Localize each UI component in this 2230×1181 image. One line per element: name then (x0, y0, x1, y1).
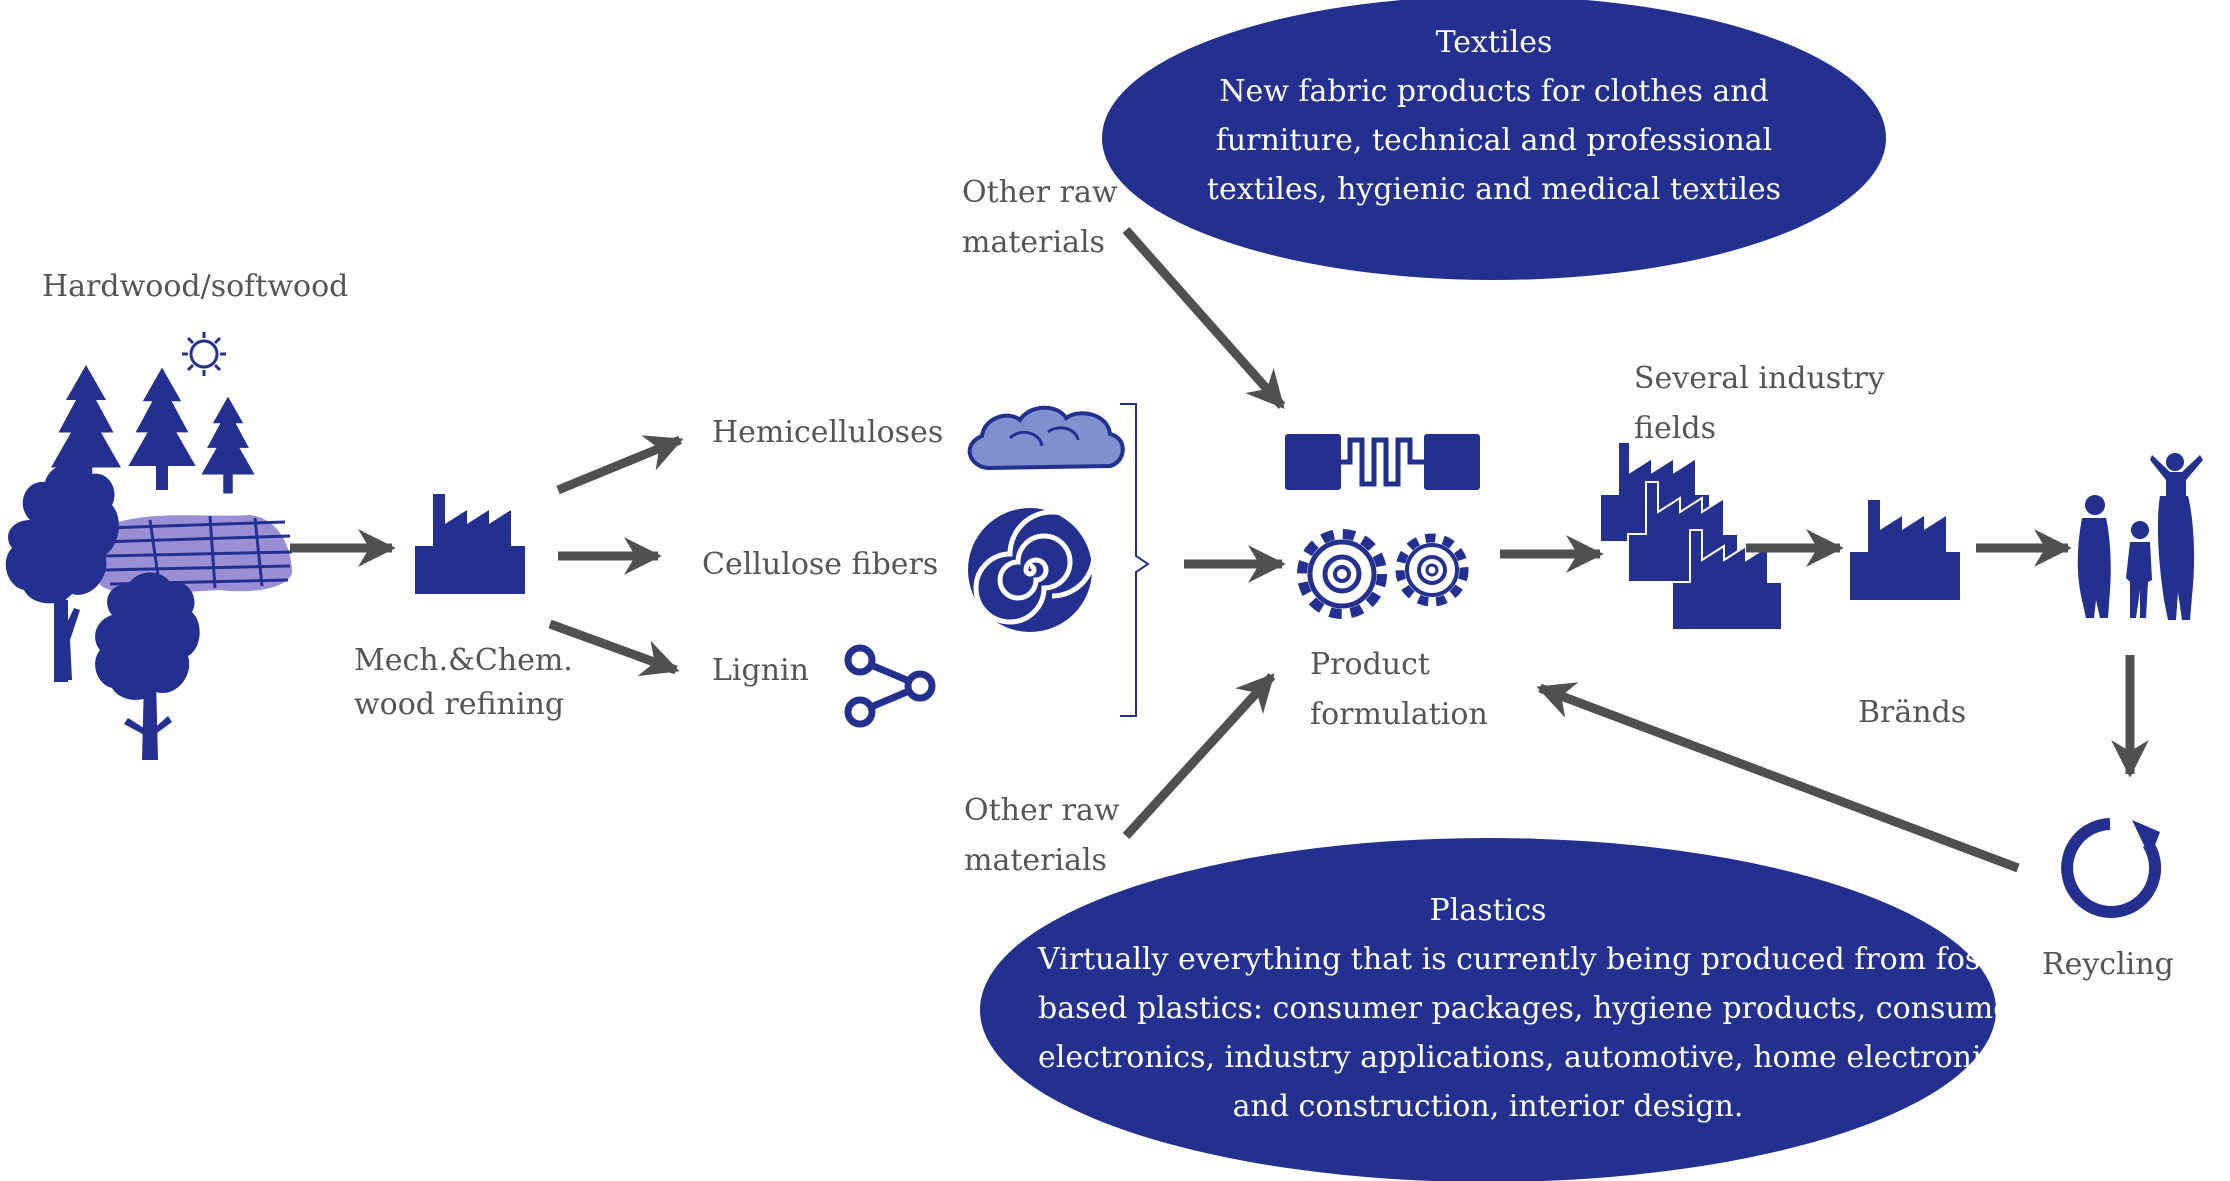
spiral-icon (968, 508, 1097, 632)
plastics-text: Plastics Virtually everything that is cu… (1038, 886, 2026, 1131)
sun-icon (182, 332, 226, 376)
textiles-line: New fabric products for clothes and (1219, 74, 1769, 109)
other-raw-bottom-line2: materials (964, 843, 1107, 878)
textiles-line: furniture, technical and professional (1215, 123, 1773, 158)
other-raw-top-line1: Other raw (962, 175, 1118, 210)
product-formulation-line1: Product (1310, 647, 1430, 682)
textiles-title: Textiles (1435, 25, 1553, 60)
plastics-title: Plastics (1429, 893, 1547, 928)
hemicelluloses-label: Hemicelluloses (712, 415, 944, 450)
arrow-other-top-to-formulation (1122, 227, 1286, 409)
plastics-line: and construction, interior design. (1232, 1089, 1744, 1124)
gears-icon (1297, 529, 1469, 619)
flow-arrows (290, 227, 2149, 873)
industry-label-line1: Several industry (1634, 361, 1885, 396)
refining-label-line1: Mech.&Chem. (354, 643, 573, 678)
family-icon (2077, 453, 2203, 620)
bracket (1120, 403, 1150, 717)
brands-label: Bränds (1858, 695, 1967, 730)
other-raw-bottom-line1: Other raw (964, 793, 1120, 828)
plastics-line: electronics, industry applications, auto… (1038, 1040, 2014, 1075)
arrow-to-lignin (548, 619, 680, 677)
deciduous-tree-icon (5, 464, 200, 760)
arrow-to-hemicelluloses (556, 435, 684, 495)
refining-label-line2: wood refining (354, 687, 565, 722)
lignin-label: Lignin (712, 653, 809, 688)
other-raw-top-line2: materials (962, 225, 1105, 260)
molecule-icon (844, 644, 936, 728)
cloud-icon (967, 405, 1125, 471)
textiles-line: textiles, hygienic and medical textiles (1206, 172, 1782, 207)
plastics-line: Virtually everything that is currently b… (1038, 942, 2025, 977)
arrow-recycling-to-formulation (1536, 682, 2020, 873)
cellulose-label: Cellulose fibers (702, 547, 939, 582)
recycle-icon (2061, 818, 2162, 918)
plastics-line: based plastics: consumer packages, hygie… (1038, 991, 2026, 1026)
plastics-ellipse (980, 838, 1996, 1181)
log-pile-icon (98, 515, 293, 594)
arrow-other-bottom-to-formulation (1122, 672, 1276, 840)
hardwood-label: Hardwood/softwood (42, 269, 349, 304)
fiber-coil-icon (1285, 434, 1480, 490)
industry-label-line2: fields (1634, 411, 1716, 446)
recycling-label: Reycling (2042, 947, 2174, 982)
factories-group-icon (1599, 441, 1783, 631)
textiles-ellipse (1102, 0, 1886, 280)
product-formulation-line2: formulation (1310, 697, 1488, 732)
textiles-text: Textiles New fabric products for clothes… (1194, 18, 1794, 214)
